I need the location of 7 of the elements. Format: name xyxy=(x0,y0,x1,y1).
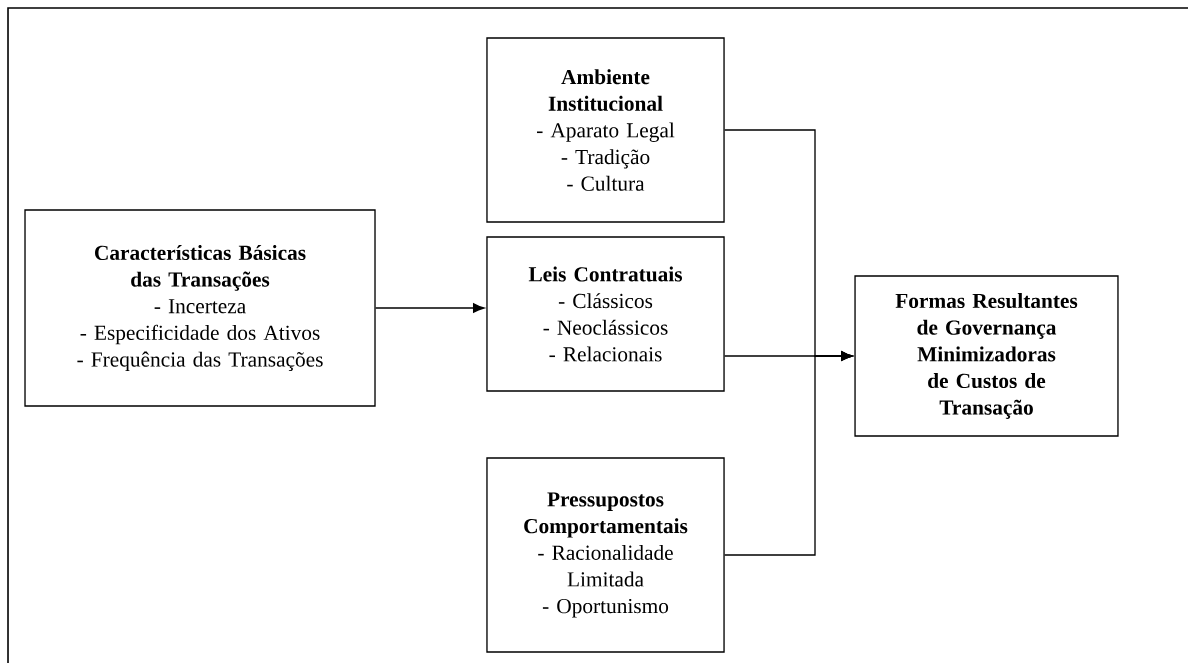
text-box: Formas Resultantes de Governança Minimizadoras de Custos de Transação xyxy=(854,275,1119,437)
text-box: Leis Contratuais - Clássicos - Neoclássicos - Relacionais xyxy=(486,236,725,392)
text-box: Pressupostos Comportamentais - Racionalidade Limitada - Oportunismo xyxy=(486,457,725,653)
text-box: Ambiente Institucional - Aparato Legal - Tradição - Cultura xyxy=(486,37,725,223)
arrow xyxy=(375,303,485,313)
text-box: Características Básicas das Transações - Incerteza - Especificidade dos Ativos - Frequência das Transações xyxy=(24,209,376,407)
arrow xyxy=(724,351,853,556)
